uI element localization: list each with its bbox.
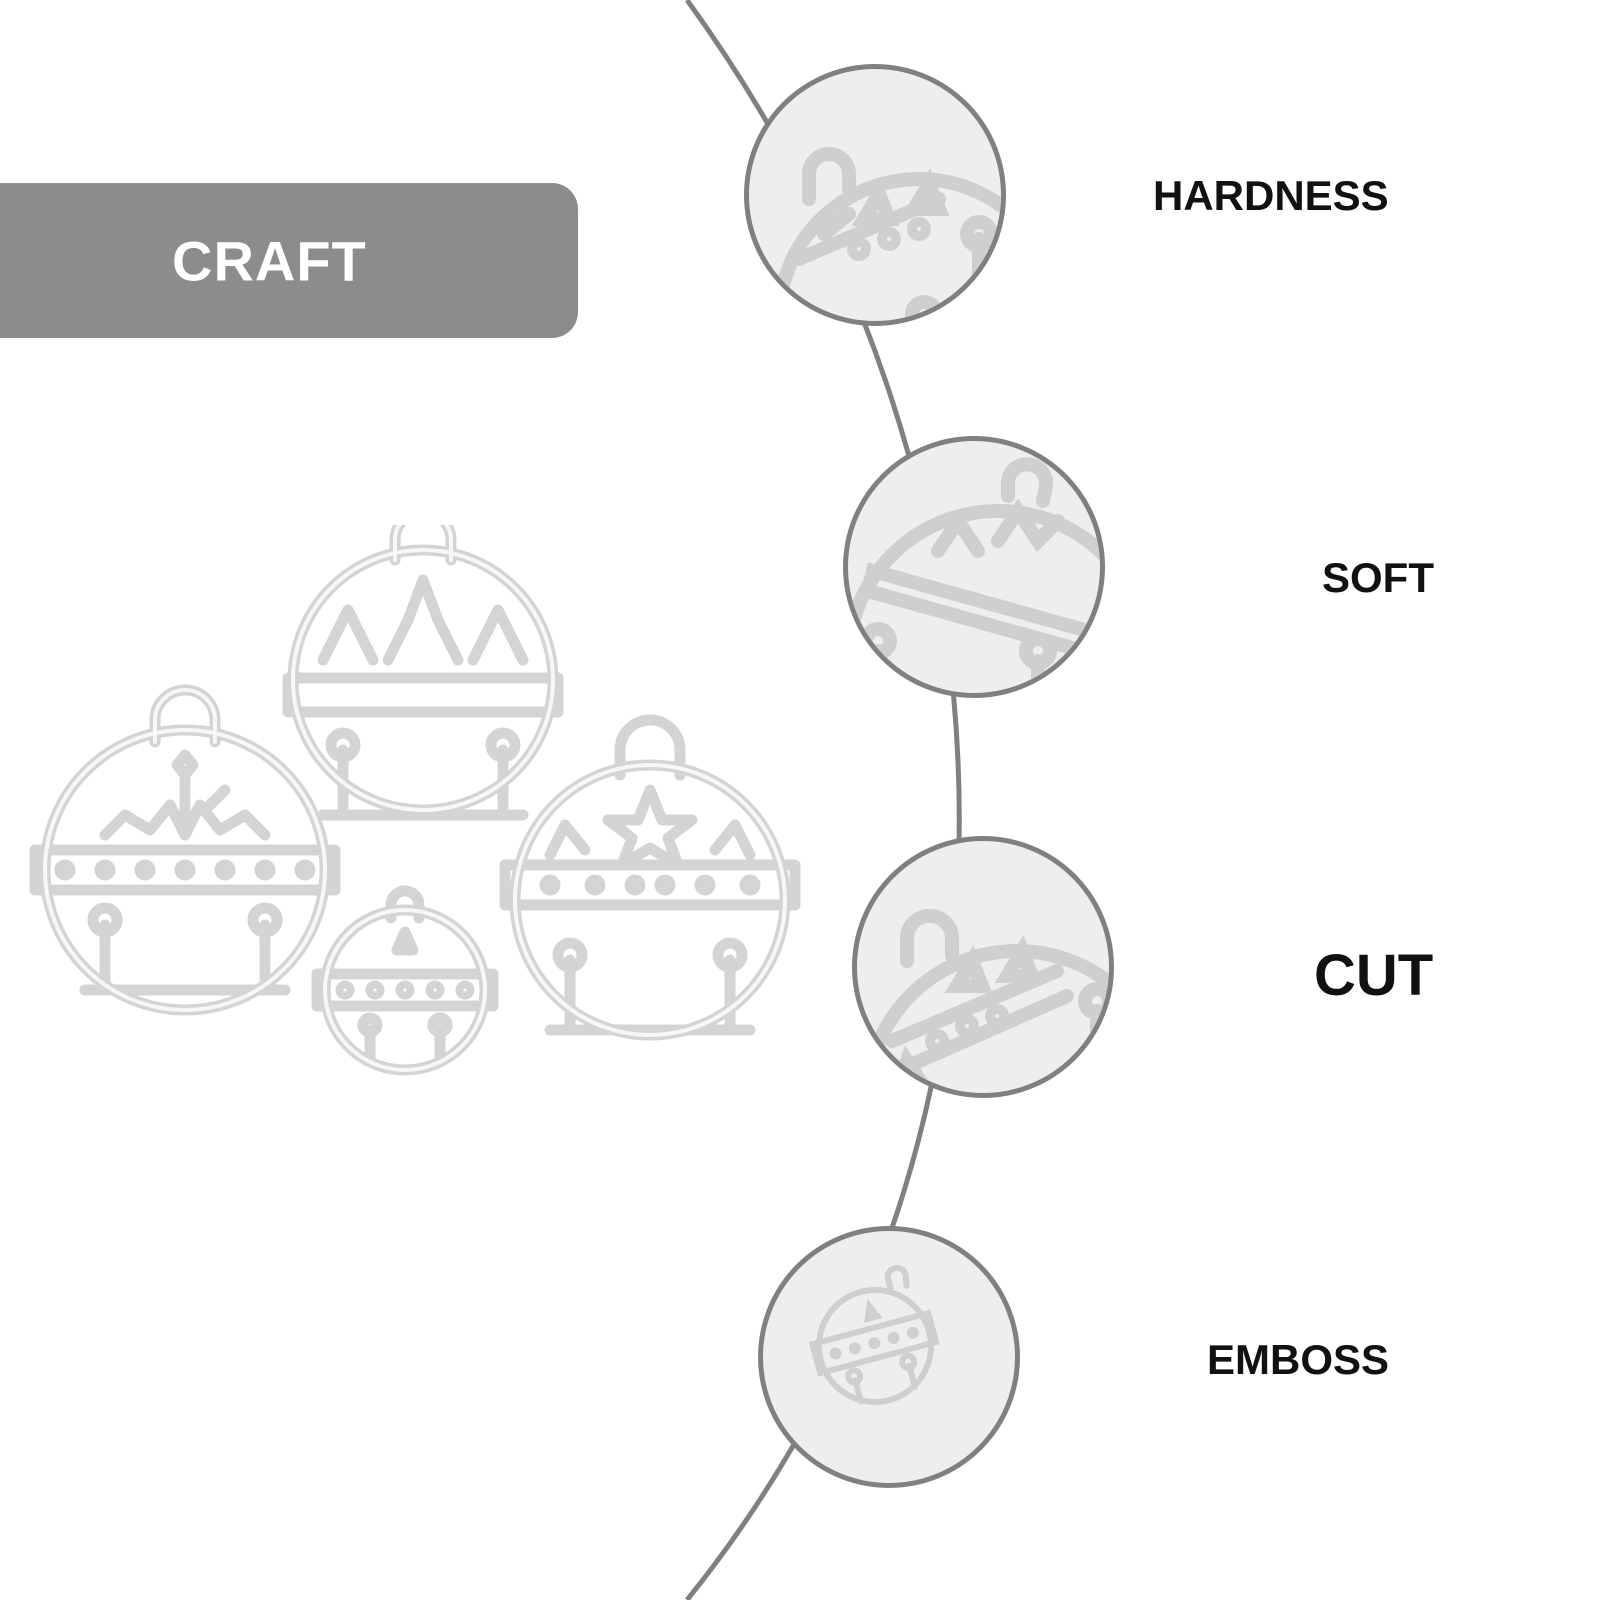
small-bell-die-icon xyxy=(808,1264,940,1405)
emboss-detail-circle xyxy=(758,1226,1020,1488)
product-dies-group: .m { fill: none; stroke: #d4d4d4; stroke… xyxy=(29,525,801,1076)
snowflake-bell-die-icon xyxy=(29,684,341,1016)
craft-banner: CRAFT xyxy=(0,183,578,338)
soft-detail-circle xyxy=(843,436,1105,698)
soft-label: SOFT xyxy=(1322,554,1434,601)
bell-die-cut-icon xyxy=(860,908,1109,1093)
hardness-detail-circle xyxy=(744,64,1006,326)
mini-star-bell-die-icon xyxy=(311,885,499,1076)
star-bell-die-icon xyxy=(499,714,801,1041)
bell-die-flexed-icon xyxy=(848,457,1100,693)
cut-detail-circle xyxy=(852,836,1114,1098)
hardness-label: HARDNESS xyxy=(1153,172,1389,219)
diamond-bell-die-icon xyxy=(282,525,564,821)
cut-label: CUT xyxy=(1314,943,1434,1008)
bell-die-closeup-icon xyxy=(772,147,1001,321)
emboss-label: EMBOSS xyxy=(1207,1336,1390,1383)
banner-title: CRAFT xyxy=(172,229,367,292)
